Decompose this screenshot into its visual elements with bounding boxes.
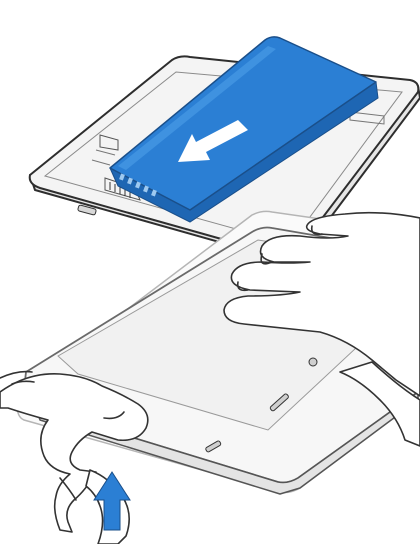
power-button-icon [309, 358, 317, 366]
